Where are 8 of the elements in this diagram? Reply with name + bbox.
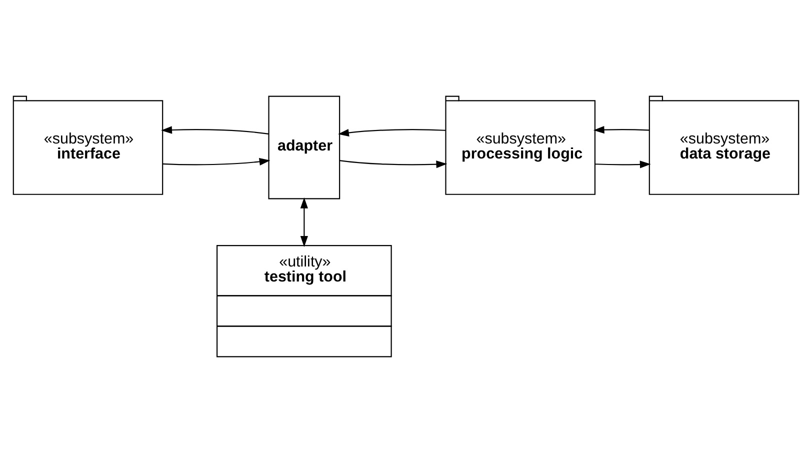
arrow <box>593 126 650 134</box>
arrow <box>595 160 651 168</box>
arrow <box>338 128 446 137</box>
arrow <box>161 126 269 134</box>
arrow <box>162 158 270 166</box>
arrow <box>340 160 448 168</box>
node-box: adapter <box>268 96 340 200</box>
arrow <box>300 197 308 247</box>
